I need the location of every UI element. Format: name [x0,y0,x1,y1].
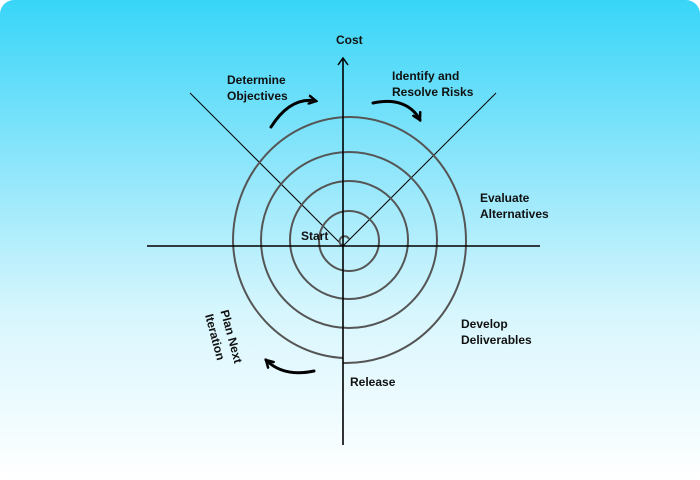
label-line: Develop [461,317,508,331]
arrow-objectives-icon [269,100,316,129]
phase-release: Release [350,375,396,389]
spiral [231,115,468,365]
cost-axis-label: Cost [336,33,363,47]
label-line: Determine [227,73,286,87]
label-line: Evaluate [480,191,530,205]
diagonal-right [342,92,497,247]
label-line: Objectives [227,89,288,103]
phase-evaluate-alternatives: Evaluate Alternatives [480,190,549,222]
diagonal-left [189,92,344,247]
arrow-risks-icon [371,99,422,120]
label-line: Deliverables [461,333,532,347]
label-line: Alternatives [480,207,549,221]
phase-identify-risks: Identify and Resolve Risks [392,68,473,100]
start-label: Start [301,229,329,243]
arrow-plan-icon [266,360,316,375]
label-line: Identify and [392,69,460,83]
label-line: Resolve Risks [392,85,474,99]
phase-develop-deliverables: Develop Deliverables [461,316,532,348]
phase-determine-objectives: Determine Objectives [227,72,288,104]
